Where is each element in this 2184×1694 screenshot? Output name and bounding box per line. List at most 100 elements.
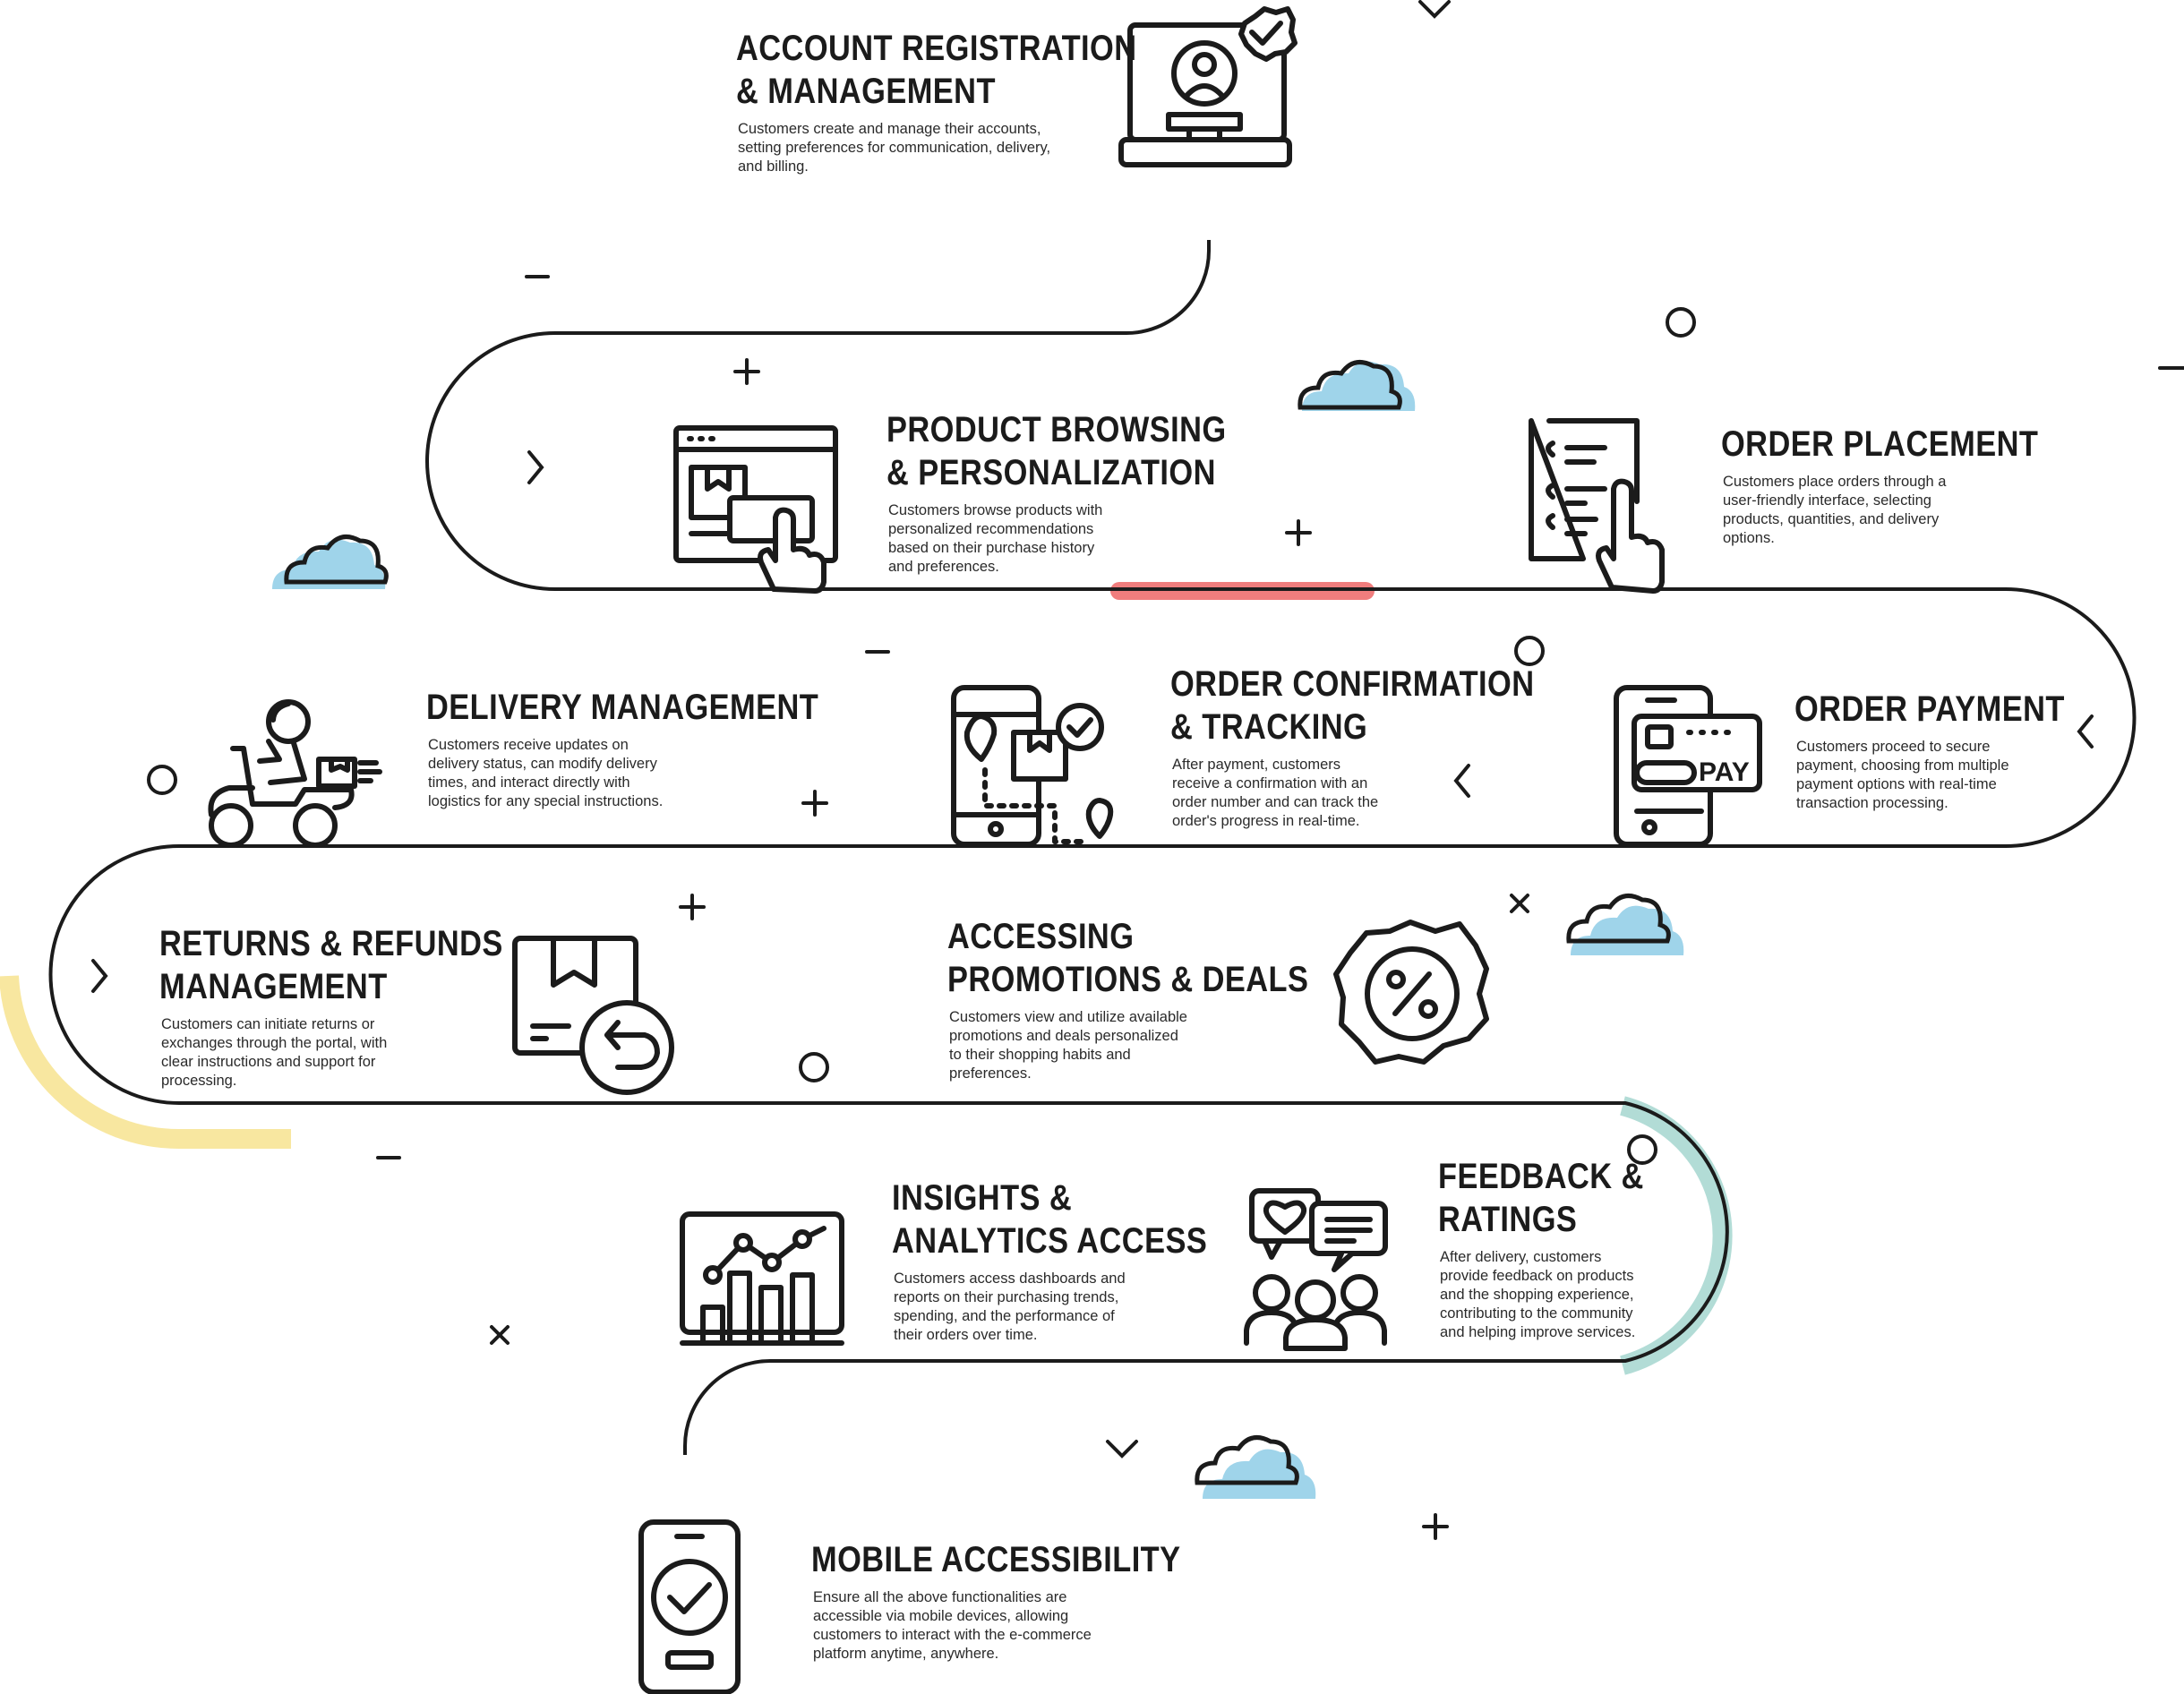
desc-line: to their shopping habits and	[949, 1047, 1131, 1063]
title-line: & MANAGEMENT	[736, 72, 996, 111]
step-description: After payment, customers receive a confir…	[1172, 756, 1594, 831]
desc-line: clear instructions and support for	[161, 1054, 376, 1070]
laptop-user-check-icon	[1118, 6, 1298, 167]
chevron-right-icon	[527, 450, 544, 484]
step-title: ORDER PLACEMENT	[1721, 423, 2038, 466]
title-line: MANAGEMENT	[159, 967, 388, 1006]
x-mark	[1510, 894, 1529, 913]
desc-line: and helping improve services.	[1440, 1324, 1636, 1340]
title-line: ANALYTICS ACCESS	[892, 1221, 1208, 1261]
title-line: PROMOTIONS & DEALS	[947, 960, 1309, 999]
step-product-browsing: PRODUCT BROWSING & PERSONALIZATION Custom…	[886, 408, 1281, 577]
chevron-down-icon	[1106, 1440, 1138, 1459]
title-line: ORDER PAYMENT	[1794, 689, 2065, 729]
desc-line: and preferences.	[888, 559, 999, 575]
plus-mark	[801, 790, 828, 817]
step-title: FEEDBACK &RATINGS	[1438, 1155, 1644, 1241]
desc-line: options.	[1723, 530, 1775, 546]
desc-line: After payment, customers	[1172, 757, 1340, 773]
desc-line: processing.	[161, 1073, 237, 1089]
desc-line: Customers receive updates on	[428, 737, 629, 753]
desc-line: order's progress in real-time.	[1172, 813, 1360, 829]
step-order-payment: ORDER PAYMENT Customers proceed to secur…	[1794, 688, 2109, 813]
desc-line: and the shopping experience,	[1440, 1287, 1634, 1303]
desc-line: logistics for any special instructions.	[428, 793, 664, 809]
desc-line: reports on their purchasing trends,	[894, 1289, 1119, 1305]
mobile-check-icon	[638, 1519, 741, 1694]
cloud-icon	[1298, 360, 1416, 411]
step-feedback-ratings: FEEDBACK &RATINGS After delivery, custom…	[1438, 1155, 1677, 1342]
step-description: Ensure all the above functionalities are…	[813, 1588, 1241, 1664]
circle-mark	[1627, 1134, 1657, 1165]
plus-mark	[1285, 519, 1312, 546]
title-line: ACCESSING	[947, 917, 1135, 956]
step-title: ACCOUNT REGISTRATION& MANAGEMENT	[736, 27, 1137, 113]
title-line: RETURNS & REFUNDS	[159, 924, 503, 963]
circle-mark	[1514, 636, 1545, 666]
desc-line: platform anytime, anywhere.	[813, 1646, 999, 1662]
box-return-icon	[512, 936, 674, 1095]
step-description: Customers view and utilize available prom…	[949, 1008, 1367, 1083]
phone-card-pay-icon	[1614, 685, 1762, 847]
cloud-icon	[272, 535, 389, 589]
step-title: RETURNS & REFUNDS MANAGEMENT	[159, 922, 503, 1008]
step-description: Customers create and manage their accoun…	[738, 120, 1202, 176]
step-title: DELIVERY MANAGEMENT	[426, 686, 818, 729]
step-description: Customers receive updates on delivery sta…	[428, 736, 883, 811]
desc-line: Customers access dashboards and	[894, 1270, 1126, 1287]
step-title: ACCESSING PROMOTIONS & DEALS	[947, 915, 1308, 1001]
step-order-confirmation: ORDER CONFIRMATION& TRACKING After payme…	[1170, 663, 1594, 831]
title-line: FEEDBACK &	[1438, 1157, 1644, 1196]
desc-line: times, and interact directly with	[428, 774, 630, 791]
title-line: & PERSONALIZATION	[886, 453, 1216, 492]
title-line: & TRACKING	[1170, 707, 1368, 747]
percent-badge-icon	[1333, 920, 1489, 1065]
desc-line: based on their purchase history	[888, 540, 1095, 556]
desc-line: spending, and the performance of	[894, 1308, 1115, 1324]
desc-line: payment, choosing from multiple	[1796, 757, 2009, 774]
phone-tracking-icon	[951, 685, 1114, 847]
step-delivery-management: DELIVERY MANAGEMENT Customers receive up…	[426, 686, 883, 811]
step-returns-refunds: RETURNS & REFUNDS MANAGEMENT Customers ca…	[159, 922, 559, 1091]
plus-mark	[733, 358, 760, 385]
x-mark	[490, 1325, 510, 1345]
desc-line: preferences.	[949, 1065, 1032, 1082]
step-title: ORDER CONFIRMATION& TRACKING	[1170, 663, 1534, 749]
circle-mark	[1666, 307, 1696, 338]
step-title: MOBILE ACCESSIBILITY	[811, 1538, 1181, 1581]
desc-line: delivery status, can modify delivery	[428, 756, 657, 772]
title-line: MOBILE ACCESSIBILITY	[811, 1540, 1181, 1579]
step-order-placement: ORDER PLACEMENT Customers place orders t…	[1721, 423, 2090, 548]
analytics-chart-icon	[680, 1211, 844, 1346]
desc-line: Customers can initiate returns or	[161, 1016, 375, 1032]
title-line: PRODUCT BROWSING	[886, 410, 1227, 449]
circle-mark	[799, 1052, 829, 1082]
desc-line: order number and can track the	[1172, 794, 1379, 810]
desc-line: provide feedback on products	[1440, 1268, 1634, 1284]
desc-line: personalized recommendations	[888, 521, 1094, 537]
chevron-left-icon	[1453, 764, 1470, 798]
step-description: Customers browse products with personaliz…	[888, 501, 1281, 577]
step-description: Customers proceed to secure payment, choo…	[1796, 738, 2109, 813]
step-description: Customers access dashboards and reports o…	[894, 1270, 1259, 1345]
step-mobile-accessibility: MOBILE ACCESSIBILITY Ensure all the abov…	[811, 1538, 1241, 1664]
desc-line: Customers view and utilize available	[949, 1009, 1187, 1025]
desc-line: receive a confirmation with an	[1172, 775, 1368, 791]
title-line: INSIGHTS &	[892, 1178, 1073, 1218]
step-promotions-deals: ACCESSING PROMOTIONS & DEALS Customers vi…	[947, 915, 1367, 1083]
step-title: ORDER PAYMENT	[1794, 688, 2065, 731]
step-title: PRODUCT BROWSING & PERSONALIZATION	[886, 408, 1227, 494]
desc-line: Customers browse products with	[888, 502, 1103, 518]
plus-mark	[1422, 1513, 1449, 1540]
yellow-accent-arc	[0, 975, 291, 1150]
desc-line: products, quantities, and delivery	[1723, 511, 1940, 527]
desc-line: Customers proceed to secure	[1796, 739, 1991, 755]
road-line	[48, 240, 2137, 1455]
desc-line: customers to interact with the e-commerc…	[813, 1627, 1092, 1643]
desc-line: promotions and deals personalized	[949, 1028, 1178, 1044]
desc-line: contributing to the community	[1440, 1305, 1633, 1322]
